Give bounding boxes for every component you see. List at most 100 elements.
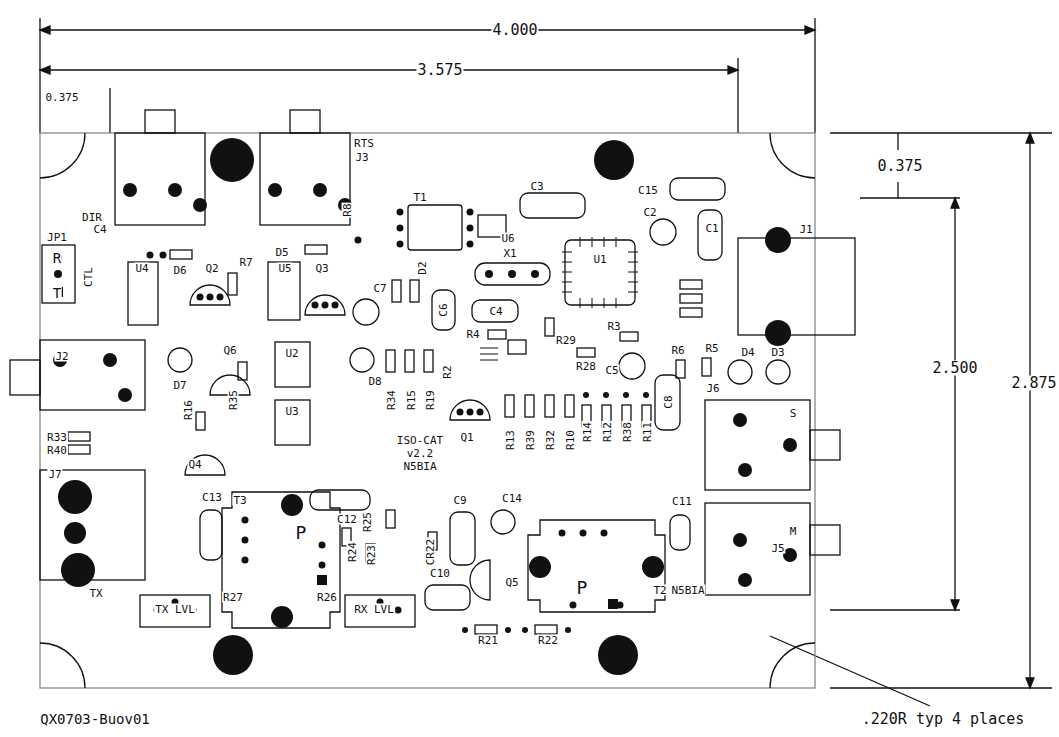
part-label: Q4 [187,459,202,470]
part-label: CR22 [425,538,436,567]
part-label: T2 [652,585,667,596]
part-label: R34 [386,389,397,411]
part-label: R2 [442,364,453,379]
part-label: D2 [417,260,428,275]
part-label: R5 [704,343,719,354]
part-label: R21 [477,635,499,646]
part-label: U5 [277,263,292,274]
part-label: J3 [354,152,369,163]
dimension-value: 4.000 [491,23,538,38]
part-label: Q2 [204,263,219,274]
part-label: D7 [172,380,187,391]
part-label: D5 [274,247,289,258]
dimension-value: 2.500 [931,361,978,376]
part-label: .220R typ 4 places [861,712,1026,727]
part-label: C2 [642,207,657,218]
part-label: R40 [46,445,68,456]
part-label: Q6 [222,345,237,356]
part-label: RX LVL [353,604,395,615]
part-label: R38 [622,421,633,443]
part-label: Q1 [459,432,474,443]
part-label: X1 [502,248,517,259]
part-label: U4 [134,263,149,274]
part-label: D8 [367,376,382,387]
part-label: C3 [529,181,544,192]
part-label: R25 [362,511,373,533]
part-label: D3 [770,347,785,358]
part-label: S [789,408,798,419]
part-label: R24 [347,541,358,563]
part-label: R16 [183,399,194,421]
part-label: U1 [592,254,607,265]
part-label: C10 [429,568,451,579]
part-label: R35 [228,389,239,411]
part-label: C4 [92,224,107,235]
part-label: C12 [336,514,358,525]
part-label: R27 [222,592,244,603]
part-label: J7 [47,469,62,480]
part-label: C8 [663,394,674,409]
part-label: N5BIA [670,585,705,596]
part-label: T1 [412,192,427,203]
dimension-value: 2.875 [1010,376,1057,391]
part-label: CTL [83,266,94,288]
part-label: C14 [501,493,523,504]
part-label: C5 [604,365,619,376]
part-label: ISO-CAT [396,435,444,446]
part-label: 0.375 [44,92,79,103]
part-label: R23 [366,544,377,566]
part-label: R22 [537,635,559,646]
part-label: R33 [46,432,68,443]
part-label: P [576,579,589,597]
part-label: R28 [575,361,597,372]
part-label: J5 [770,543,785,554]
part-label: R8 [342,202,353,217]
part-label: U6 [500,233,515,244]
part-label: C13 [201,492,223,503]
part-label: R4 [465,329,480,340]
part-label: R11 [642,421,653,443]
part-label: RTS [353,138,375,149]
part-label: R12 [602,421,613,443]
part-label: N5BIA [402,461,437,472]
part-label: C6 [438,302,449,317]
part-label: TX LVL [154,604,196,615]
part-label: R15 [406,389,417,411]
part-label: R19 [425,389,436,411]
part-label: C7 [372,283,387,294]
part-label: P [295,524,308,542]
part-label: Q5 [504,577,519,588]
part-label: R26 [316,592,338,603]
part-label: U3 [284,406,299,417]
part-label: R29 [555,335,577,346]
part-label: TX [88,588,103,599]
part-label: R32 [545,429,556,451]
part-label: C15 [637,185,659,196]
part-label: M [789,526,798,537]
figure-caption: QX0703-Buov01 [39,712,151,726]
part-label: T [52,286,62,300]
part-label: JP1 [46,232,68,243]
part-label: R7 [238,257,253,268]
part-label: R14 [582,421,593,443]
part-label: C4 [488,306,503,317]
part-label: DIR [81,212,103,223]
part-label: v2.2 [406,448,435,459]
part-label: R13 [505,429,516,451]
part-label: D6 [172,265,187,276]
part-label: R [52,251,62,265]
dimension-value: 0.375 [876,159,923,174]
part-label: Q3 [314,263,329,274]
part-label: R3 [606,321,621,332]
part-label: T3 [232,495,247,506]
part-label: J1 [798,224,813,235]
part-label: D4 [740,347,755,358]
part-label: C11 [671,496,693,507]
part-label: R39 [525,429,536,451]
part-label: R10 [565,429,576,451]
part-label: J6 [705,383,720,394]
part-label: R6 [670,345,685,356]
part-label: C9 [452,495,467,506]
